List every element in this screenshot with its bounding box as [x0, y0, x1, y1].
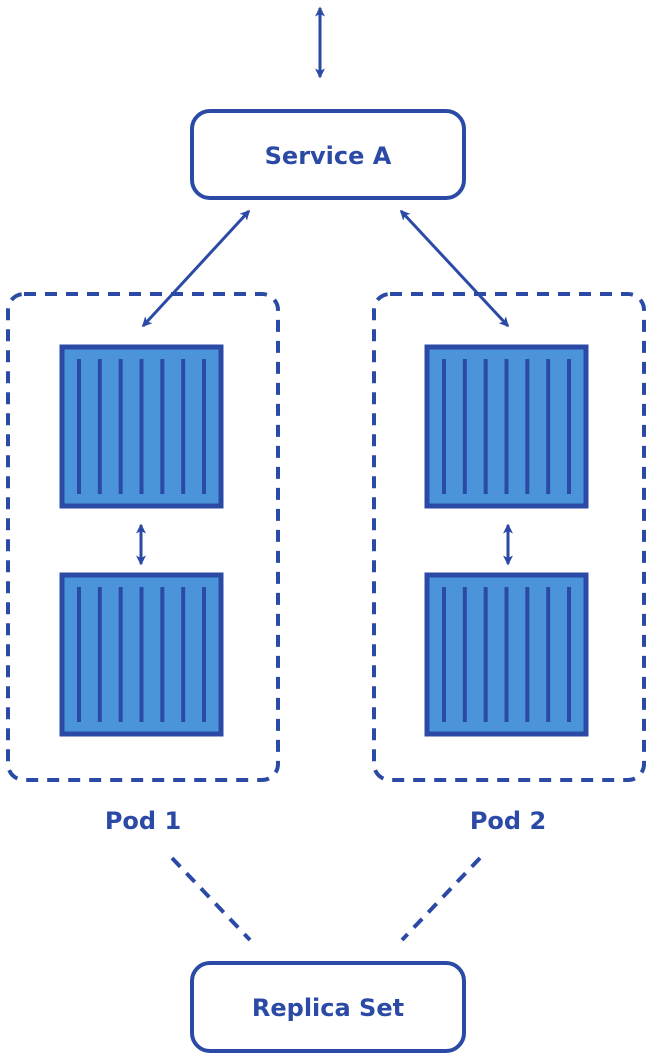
- container-stripe: [525, 587, 530, 722]
- service-pod1-arrow: [141, 209, 251, 328]
- container-stripe: [160, 359, 165, 494]
- service-label: Service A: [265, 142, 392, 170]
- container-stripe: [160, 587, 165, 722]
- container-stripe: [139, 359, 144, 494]
- container-stripe: [202, 587, 206, 722]
- container-stripe: [546, 359, 551, 494]
- container-stripe: [77, 359, 81, 494]
- container-stripe: [181, 587, 186, 722]
- pod-2-label: Pod 2: [470, 807, 546, 835]
- container-stripe: [202, 359, 206, 494]
- service-pod2-arrow: [399, 209, 510, 328]
- pod-1-label: Pod 1: [105, 807, 181, 835]
- service-box: [190, 109, 466, 200]
- replica-set-label: Replica Set: [252, 994, 404, 1022]
- container-stripe: [77, 587, 81, 722]
- container-stripe: [118, 587, 123, 722]
- container-stripe: [504, 359, 509, 494]
- container-stripe: [442, 359, 446, 494]
- container-stripe: [462, 587, 467, 722]
- container-stripe: [181, 359, 186, 494]
- pod1-replicaset-connector: [170, 856, 252, 942]
- container-stripe: [525, 359, 530, 494]
- container-stripe: [546, 587, 551, 722]
- container-stripe: [97, 359, 102, 494]
- pod-2-container-top: [424, 344, 589, 509]
- pod-2-boundary: [372, 292, 646, 782]
- pod-1-boundary: [6, 292, 280, 782]
- container-stripe: [442, 587, 446, 722]
- container-stripe: [483, 587, 488, 722]
- service-node: Service A: [190, 109, 466, 200]
- container-stripe: [462, 359, 467, 494]
- container-stripe: [118, 359, 123, 494]
- container-stripe: [567, 359, 571, 494]
- pod-1-container-top: [59, 344, 224, 509]
- pod-1-container-bottom: [59, 572, 224, 737]
- pod-2-container-bottom: [424, 572, 589, 737]
- pod-1: Pod 1: [6, 292, 280, 835]
- container-stripe: [504, 587, 509, 722]
- container-stripe: [97, 587, 102, 722]
- pod-2: Pod 2: [372, 292, 646, 835]
- container-stripe: [139, 587, 144, 722]
- container-stripe: [483, 359, 488, 494]
- pod2-replicaset-connector: [400, 856, 482, 942]
- replica-set-node: Replica Set: [190, 961, 466, 1053]
- container-stripe: [567, 587, 571, 722]
- replica-set-box: [190, 961, 466, 1053]
